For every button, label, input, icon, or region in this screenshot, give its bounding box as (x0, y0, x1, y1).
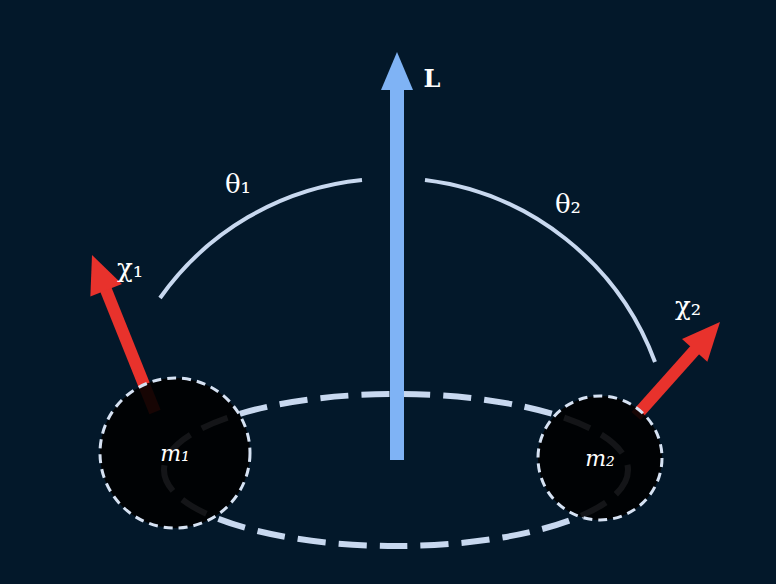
angular-momentum-shaft (390, 86, 404, 460)
spin-shaft (636, 349, 696, 416)
angle-arc (425, 180, 655, 362)
mass-label: m₁ (160, 441, 190, 466)
symbol-label: χ₂ (675, 291, 701, 321)
mass-label: m₂ (585, 446, 615, 471)
symbol-label: χ₁ (117, 253, 143, 283)
spin-head (682, 322, 720, 362)
mass-circle: m₂ (534, 392, 666, 524)
angle-arc (160, 180, 362, 298)
symbol-label: θ₂ (555, 189, 581, 219)
mass-circle: m₁ (96, 374, 254, 532)
angular-momentum-head (381, 52, 413, 90)
symbol-label: θ₁ (225, 169, 251, 199)
vector-label: L (424, 64, 441, 93)
